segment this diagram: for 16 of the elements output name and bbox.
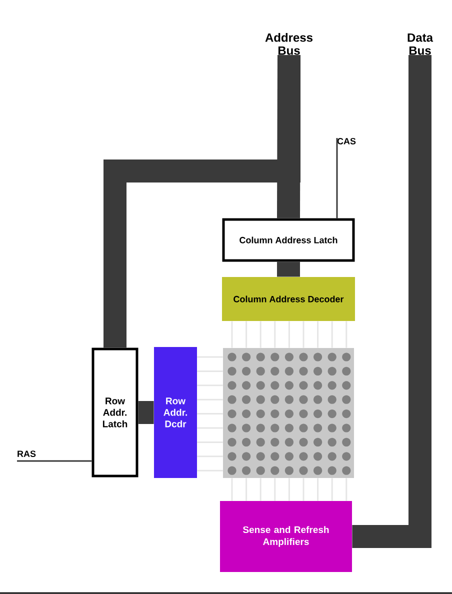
signal-line (336, 138, 338, 218)
latch-box: Row Addr. Latch (92, 348, 138, 478)
amplifier-box: Sense and Refresh Amplifiers (220, 501, 352, 572)
signal-line (17, 460, 92, 462)
signal-label: RAS (18, 450, 36, 457)
decoder-box: Column Address Decoder (222, 277, 355, 321)
bus (277, 262, 300, 277)
bus-label: Address Bus (265, 33, 312, 55)
connection-lines (231, 477, 348, 502)
signal-label: CAS (337, 138, 356, 144)
latch-box: Column Address Latch (222, 218, 355, 262)
connection-lines (196, 356, 224, 472)
decoder-box: Row Addr. Dcdr (154, 347, 197, 478)
bus (138, 401, 154, 424)
bus-label: Data Bus (408, 33, 434, 55)
connection-lines (231, 320, 348, 349)
